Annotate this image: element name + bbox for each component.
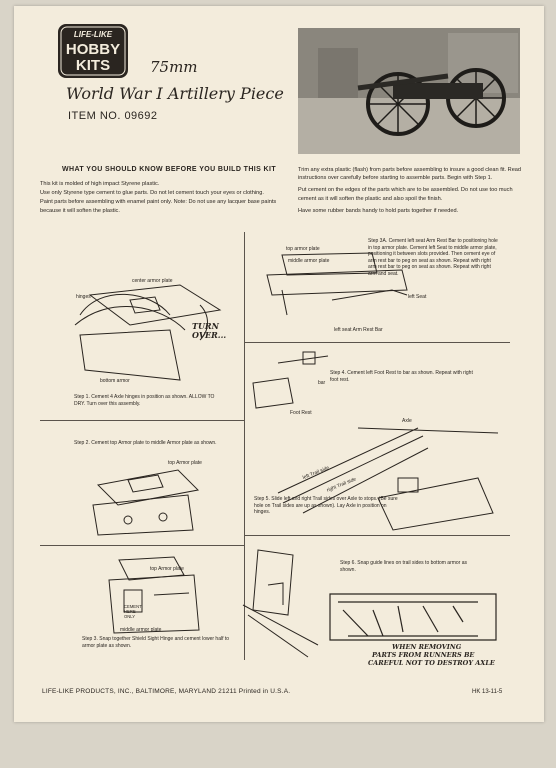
runner-parts-diagram	[328, 592, 498, 642]
right-p1: Trim any extra plastic (flash) from part…	[298, 167, 522, 182]
logo-line2: HOBBY	[66, 41, 120, 58]
step1-label-bottom: bottom armor	[100, 378, 130, 384]
step2-diagram	[88, 465, 208, 537]
intro-p2: Use only Styrene type cement to glue par…	[40, 190, 264, 197]
step3a-diagram	[262, 245, 412, 320]
step4-label-bar: bar	[318, 380, 326, 386]
step3-label-top: top Armor plate	[150, 566, 184, 572]
step5-text: Step 5. Slide left and right Trail sides…	[254, 496, 398, 515]
step1-turn-over: TURN OVER...	[192, 321, 227, 340]
step3-label-cement: CEMENT HERE ONLY	[124, 604, 142, 619]
step3a-label-seat: left Seat	[408, 294, 427, 300]
footer-code: HK 13-11-5	[472, 689, 503, 695]
step1-label-hinges: hinges	[76, 294, 91, 300]
item-number: ITEM NO. 09692	[68, 110, 158, 122]
intro-p1: This kit is molded of high impact Styren…	[40, 181, 160, 187]
column-divider	[244, 232, 245, 660]
step2-text: Step 2. Cement top Armor plate to middle…	[74, 440, 217, 446]
intro-p3: Paint parts before assembling with ename…	[40, 199, 277, 214]
divider-step1	[40, 420, 244, 421]
logo-line3: KITS	[76, 57, 110, 74]
step5-label-axle: Axle	[402, 418, 412, 424]
warning-line3: CAREFUL NOT TO DESTROY AXLE	[368, 659, 495, 667]
intro-text: This kit is molded of high impact Styren…	[40, 180, 290, 216]
warning-line1: WHEN REMOVING	[392, 643, 462, 651]
intro-heading: WHAT YOU SHOULD KNOW BEFORE YOU BUILD TH…	[62, 166, 277, 173]
step6-text: Step 6. Snap guide lines on trail sides …	[340, 560, 468, 573]
artillery-photo	[298, 28, 520, 154]
kit-title: World War I Artillery Piece	[66, 84, 284, 103]
divider-step2	[40, 545, 244, 546]
step1-text: Step 1. Cement 4 Axle hinges in position…	[74, 394, 215, 407]
step3a-label-bar: left seat Arm Rest Bar	[334, 327, 383, 333]
step3-text: Step 3. Snap together Shield Sight Hinge…	[82, 636, 230, 649]
step1-label-center: center armor plate	[132, 278, 173, 284]
step1-diagram	[60, 275, 240, 385]
step3a-label-middle: middle armor plate	[288, 258, 330, 264]
step4-diagram	[248, 348, 338, 410]
logo-line1: LIFE-LIKE	[74, 30, 113, 39]
right-p2: Put cement on the edges of the parts whi…	[298, 187, 513, 202]
artillery-photo-drawing	[298, 28, 520, 154]
scale-label: 75mm	[150, 58, 198, 76]
step4-text: Step 4. Cement left Foot Rest to bar as …	[330, 370, 473, 383]
step5-diagram	[268, 418, 508, 533]
warning-line2: PARTS FROM RUNNERS BE	[372, 651, 475, 659]
right-column-text: Trim any extra plastic (flash) from part…	[298, 166, 530, 219]
step4-label-foot: Foot Rest	[290, 410, 312, 416]
step6-diagram	[238, 545, 328, 665]
step3a-text: Step 3A. Cement left seat Arm Rest Bar t…	[368, 238, 498, 277]
divider-step5	[244, 535, 510, 536]
step3-diagram	[104, 555, 214, 635]
divider-step3a	[244, 342, 510, 343]
right-p3: Have some rubber bands handy to hold par…	[298, 207, 459, 214]
step3-label-middle: middle armor plate	[120, 627, 162, 633]
step2-label-top: top Armor plate	[168, 460, 202, 466]
life-like-hobby-kits-logo: LIFE-LIKE HOBBY KITS	[58, 24, 128, 78]
footer-company: LIFE-LIKE PRODUCTS, INC., BALTIMORE, MAR…	[42, 688, 291, 695]
step3a-label-top: top armor plate	[286, 246, 320, 252]
